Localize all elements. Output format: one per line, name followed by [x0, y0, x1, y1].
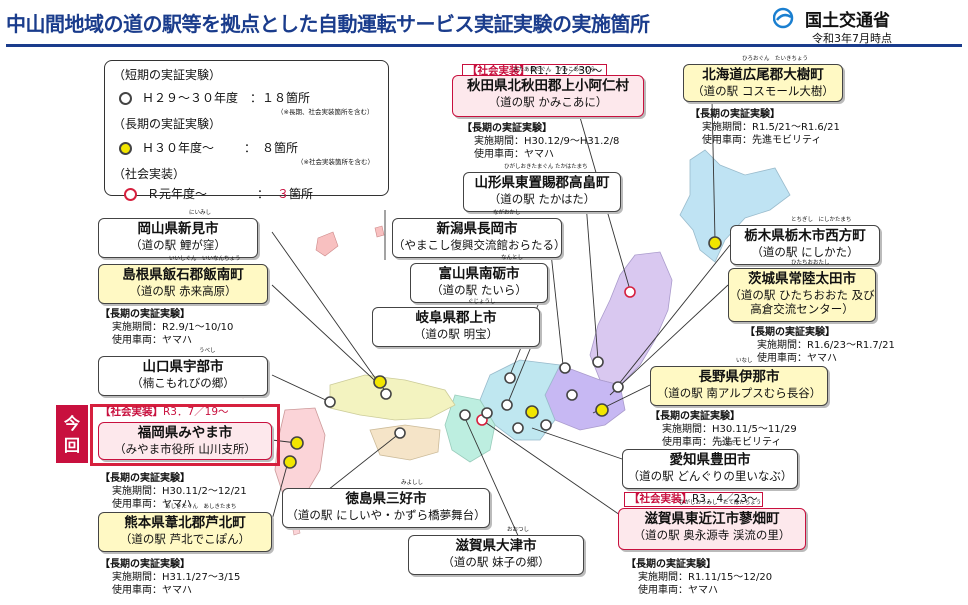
marker-ibaraki: [595, 403, 609, 417]
marker-nagano: [525, 405, 539, 419]
site-niigata: ながおかし 新潟県長岡市（やまこし復興交流館おらたる）: [392, 210, 566, 258]
marker-tochigi: [612, 381, 624, 393]
konkai-label: 今回: [56, 405, 88, 463]
region-kyushu: [274, 407, 326, 501]
mlit-logo-icon: [773, 7, 794, 29]
marker-shimane: [380, 388, 392, 400]
legend-yellow-dot: [119, 142, 132, 155]
region-shikoku: [369, 424, 441, 461]
marker-gifu: [501, 399, 513, 411]
page-title: 中山間地域の道の駅等を拠点とした自動運転サービス実証実験の実施箇所: [6, 12, 650, 36]
as-of-date: 令和3年7月時点: [812, 32, 892, 45]
legend-social-count-suffix: 箇所: [289, 187, 314, 201]
site-shimane: いいしぐん いいなんちょう 島根県飯石郡飯南町（道の駅 赤来高原）: [98, 256, 268, 304]
fukuoka-tag: 【社会実装】R3．7／19～: [100, 406, 229, 418]
logo-text: 国土交通省: [805, 10, 890, 31]
legend-social-label: Ｒ元年度～: [147, 187, 208, 201]
legend-long-note: （※社会実装箇所を含む）: [297, 158, 374, 166]
site-okayama: にいみし 岡山県新見市（道の駅 鯉が窪）: [98, 210, 258, 258]
site-shiga-otsu: おおつし 滋賀県大津市（道の駅 妹子の郷）: [408, 527, 584, 575]
marker-fukuoka: [290, 436, 304, 450]
legend-red-dot: [124, 188, 137, 201]
markers: [283, 236, 722, 469]
region-hokkaido: [679, 149, 791, 263]
marker-shiga-otsu: [459, 409, 471, 421]
site-tokushima: みよしし 徳島県三好市（道の駅 にしいや・かずら橋夢舞台）: [282, 480, 490, 528]
marker-extra-3: [566, 389, 578, 401]
site-toyama: なんとし 富山県南砺市（道の駅 たいら）: [410, 255, 548, 303]
marker-yamagata: [592, 356, 604, 368]
marker-tokushima: [394, 427, 406, 439]
leader-lines: [271, 99, 731, 541]
legend-short-count: ：１８箇所: [250, 91, 311, 105]
site-akita: きたあきたぐん かみこあにむら 秋田県北秋田郡上小阿仁村（道の駅 かみこあに）: [452, 67, 644, 117]
site-hokkaido: ひろおぐん たいきちょう 北海道広尾郡大樹町（道の駅 コスモール大樹）: [683, 56, 843, 102]
island-rebun: [374, 225, 385, 238]
legend-short-label: Ｈ２９～３０年度: [142, 91, 239, 105]
marker-toyama: [504, 372, 516, 384]
legend-short-row: Ｈ２９～３０年度 ：１８箇所: [119, 89, 310, 106]
marker-akita: [624, 286, 636, 298]
current-site-frame: [90, 404, 280, 466]
legend: （短期の実証実験） Ｈ２９～３０年度：１８箇所 （※長期、社会実装箇所を含む） …: [104, 60, 389, 196]
marker-extra-2: [540, 419, 552, 431]
legend-social-row: Ｒ元年度～ ： ３箇所: [124, 185, 313, 202]
legend-social-count-num: ３: [277, 187, 290, 201]
legend-short-heading: （短期の実証実験）: [113, 68, 222, 82]
legend-long-row: Ｈ３０年度～ ： ８箇所: [119, 139, 298, 156]
island-okinoshima: [315, 231, 339, 257]
marker-yamaguchi: [324, 396, 336, 408]
legend-white-dot: [119, 92, 132, 105]
marker-kumamoto: [283, 455, 297, 469]
site-yamaguchi: うべし 山口県宇部市（楠こもれびの郷）: [98, 348, 268, 396]
marker-okayama: [373, 375, 387, 389]
legend-social-heading: （社会実装）: [113, 167, 186, 181]
title-underline: [6, 44, 962, 47]
legend-long-label: Ｈ３０年度～: [142, 141, 215, 155]
site-nagano: いなし 長野県伊那市（道の駅 南アルプスむら長谷）: [650, 358, 828, 406]
legend-long-heading: （長期の実証実験）: [113, 117, 222, 131]
site-kumamoto: あしきたぐん あしきたまち 熊本県葦北郡芦北町（道の駅 芦北でこぽん）: [98, 504, 272, 552]
legend-short-note: （※長期、社会実装箇所を含む）: [277, 108, 374, 116]
marker-niigata: [559, 362, 571, 374]
region-chugoku: [329, 374, 456, 421]
site-fukuoka: 福岡県みやま市（みやま市役所 山川支所）: [98, 422, 272, 460]
mlit-logo: 国土交通省: [773, 6, 963, 31]
site-yamagata: ひがしおきたまぐん たかはたまち 山形県東置賜郡高畠町（道の駅 たかはた）: [463, 164, 621, 212]
shiga-higashi-tag: 【社会実装】R3．4／23～: [624, 492, 763, 507]
site-aichi: とよたし 愛知県豊田市（道の駅 どんぐりの里いなぶ）: [622, 441, 798, 489]
site-shiga-higashi: ひがしおうみし たてはたちょう 滋賀県東近江市蓼畑町（道の駅 奥永源寺 渓流の里…: [618, 500, 806, 550]
marker-hokkaido: [708, 236, 722, 250]
legend-long-count: ： ８箇所: [244, 141, 299, 155]
site-gifu: ぐじょうし 岐阜県郡上市（道の駅 明宝）: [372, 299, 540, 347]
marker-aichi: [512, 422, 524, 434]
marker-extra-1: [481, 407, 493, 419]
site-ibaraki: ひたちおおたし 茨城県常陸太田市（道の駅 ひたちおおた 及び高倉交流センター）: [728, 260, 876, 322]
legend-social-count-prefix: ：: [257, 187, 270, 201]
site-tochigi: とちぎし にしかたまち 栃木県栃木市西方町（道の駅 にしかた）: [730, 217, 880, 265]
